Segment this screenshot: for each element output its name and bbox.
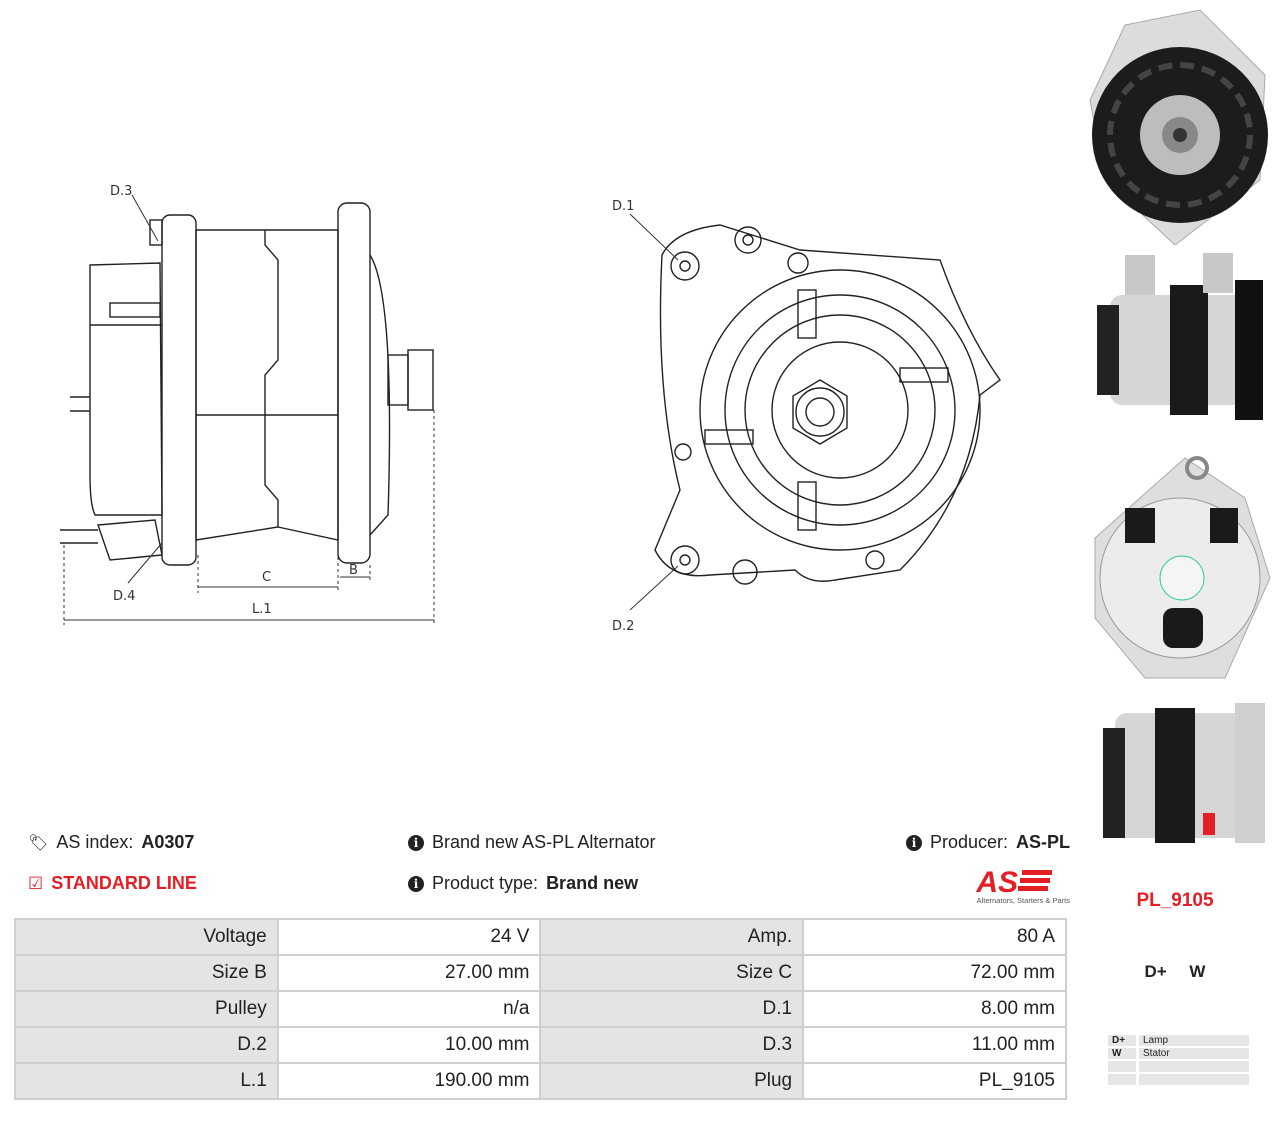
- standard-line-label: STANDARD LINE: [51, 873, 197, 893]
- standard-line-row: ☑ STANDARD LINE: [28, 873, 197, 894]
- label-d4: D.4: [113, 589, 135, 604]
- producer-value: AS-PL: [1016, 832, 1071, 852]
- as-pl-logo: AS: [975, 866, 1052, 899]
- table-row: L.1 190.00 mm Plug PL_9105: [14, 1062, 1067, 1100]
- logo-text: AS: [975, 866, 1018, 899]
- spec-label: Pulley: [14, 990, 279, 1028]
- table-row: D.2 10.00 mm D.3 11.00 mm: [14, 1026, 1067, 1064]
- table-row: Pulley n/a D.1 8.00 mm: [14, 990, 1067, 1028]
- legend-key: [1108, 1074, 1139, 1085]
- spec-value: 72.00 mm: [802, 954, 1067, 992]
- table-row: Voltage 24 V Amp. 80 A: [14, 918, 1067, 956]
- label-l1: L.1: [252, 602, 272, 617]
- label-d2: D.2: [612, 619, 634, 634]
- spec-label: Size C: [539, 954, 805, 992]
- tags-icon: 🏷: [28, 834, 49, 852]
- info-icon: i: [408, 834, 424, 851]
- spec-label: Plug: [539, 1062, 805, 1100]
- logo-tagline: Alternators, Starters & Parts: [976, 896, 1070, 905]
- product-photo-front: [1089, 9, 1268, 245]
- brand-new-text: Brand new AS-PL Alternator: [432, 832, 656, 852]
- product-type-label: Product type:: [432, 873, 539, 893]
- legend-value: Lamp: [1139, 1035, 1249, 1046]
- spec-label: Amp.: [539, 918, 805, 956]
- spec-value: 8.00 mm: [802, 990, 1067, 1028]
- spec-value: 27.00 mm: [276, 954, 542, 992]
- legend-value: [1139, 1074, 1249, 1085]
- product-photo-rear: [1094, 456, 1271, 679]
- checkbox-icon: ☑: [28, 873, 44, 893]
- legend-key: W: [1108, 1048, 1139, 1059]
- spec-value: 10.00 mm: [276, 1026, 542, 1064]
- side-view-drawing: D.3 D.4 C B L.1: [60, 184, 435, 625]
- product-type-value: Brand new: [546, 873, 639, 893]
- product-type-row: i Product type: Brand new: [408, 873, 638, 894]
- info-icon: i: [906, 834, 922, 851]
- spec-value: 11.00 mm: [802, 1026, 1067, 1064]
- legend-row: D+Lamp: [1108, 1035, 1249, 1046]
- front-view-drawing: D.1 D.2: [612, 199, 1001, 634]
- spec-label: Size B: [14, 954, 279, 992]
- table-row: Size B 27.00 mm Size C 72.00 mm: [14, 954, 1067, 992]
- legend-value: [1139, 1061, 1249, 1072]
- legend-key: D+: [1108, 1035, 1139, 1046]
- brand-new-row: i Brand new AS-PL Alternator: [408, 832, 655, 853]
- spec-value: 24 V: [276, 918, 542, 956]
- legend-value: Stator: [1139, 1048, 1249, 1059]
- spec-table: Voltage 24 V Amp. 80 A Size B 27.00 mm S…: [14, 918, 1067, 1100]
- product-photo-side: [1097, 253, 1263, 420]
- legend-row: [1108, 1061, 1249, 1072]
- spec-label: D.3: [539, 1026, 805, 1064]
- product-photo-side-2: [1103, 703, 1265, 843]
- producer-row: i Producer: AS-PL: [906, 832, 1070, 853]
- producer-label: Producer:: [930, 832, 1009, 852]
- spec-value: PL_9105: [802, 1062, 1067, 1100]
- info-icon: i: [408, 875, 424, 892]
- spec-label: D.2: [14, 1026, 279, 1064]
- spec-value: 80 A: [802, 918, 1067, 956]
- label-d3: D.3: [110, 184, 132, 199]
- plug-code: PL_9105: [1136, 890, 1214, 911]
- legend-row: [1108, 1074, 1249, 1085]
- spec-value: 190.00 mm: [276, 1062, 542, 1100]
- label-d1: D.1: [612, 199, 634, 214]
- spec-label: Voltage: [14, 918, 279, 956]
- as-index-row: 🏷 AS index: A0307: [28, 832, 194, 853]
- spec-label: D.1: [539, 990, 805, 1028]
- spec-value: n/a: [276, 990, 542, 1028]
- terminal-labels: D+ W: [1144, 962, 1206, 981]
- label-c: C: [262, 570, 271, 585]
- label-b: B: [349, 563, 358, 578]
- spec-label: L.1: [14, 1062, 279, 1100]
- legend-key: [1108, 1061, 1139, 1072]
- as-index-value: A0307: [141, 832, 195, 852]
- as-index-label: AS index:: [56, 832, 134, 852]
